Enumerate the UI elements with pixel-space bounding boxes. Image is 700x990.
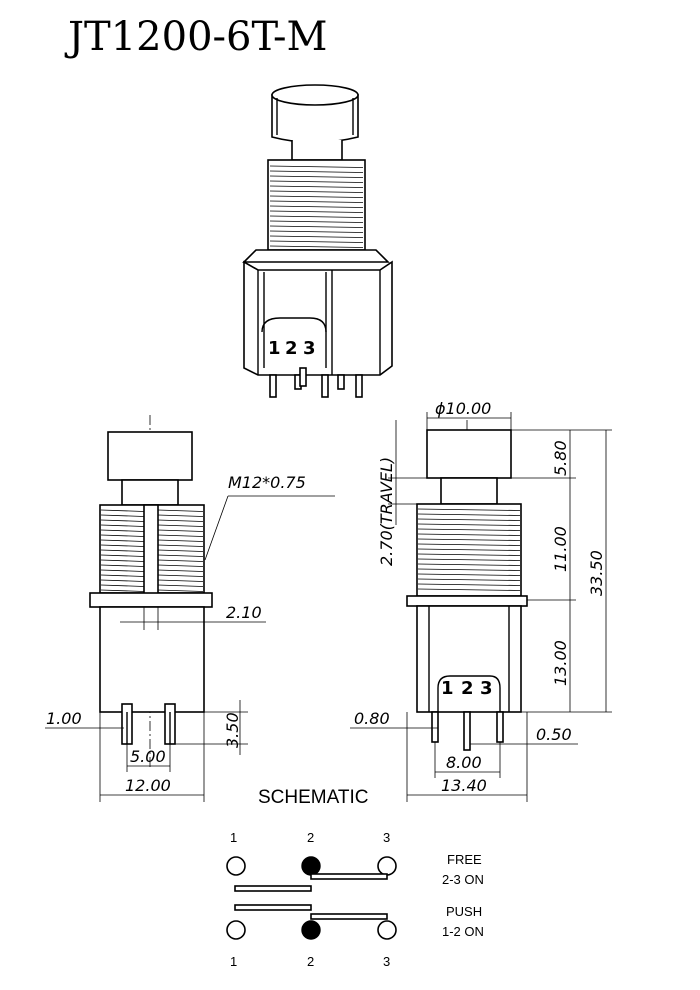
free-terminal-3	[377, 856, 397, 876]
iso-pin-1-label: 1	[268, 338, 281, 359]
dim-front-pin-length: 3.50	[223, 712, 242, 748]
dim-body-height: 13.00	[551, 640, 570, 686]
free-state: 2-3 ON	[442, 872, 484, 887]
dim-side-pin-spacing: 8.00	[446, 753, 482, 772]
dim-side-pin-width: 0.80	[354, 709, 390, 728]
side-pin-1-label: 1	[441, 678, 454, 699]
schematic-bottom-pin-2: 2	[307, 954, 314, 969]
schematic-top-pin-1: 1	[230, 830, 237, 845]
side-pin-2-label: 2	[461, 678, 474, 699]
push-contact-bar	[310, 913, 388, 920]
push-terminal-2	[301, 920, 321, 940]
schematic-bottom-pin-1: 1	[230, 954, 237, 969]
push-state: 1-2 ON	[442, 924, 484, 939]
push-terminal-3	[377, 920, 397, 940]
part-number-title: JT1200-6T-M	[64, 14, 327, 60]
dim-side-pin-thickness: 0.50	[536, 725, 572, 744]
dim-thread-length: 11.00	[551, 526, 570, 572]
push-terminal-1	[226, 920, 246, 940]
free-contact-bar	[310, 873, 388, 880]
push-label: PUSH	[446, 904, 482, 919]
dim-cap-height: 5.80	[551, 440, 570, 476]
front-view: M12*0.75 2.10 1.00 3.50 5.00 12.00	[45, 415, 335, 802]
free-terminal-1	[226, 856, 246, 876]
isometric-view: 1 2 3	[242, 84, 393, 398]
free-terminal-2	[301, 856, 321, 876]
side-pin-3-label: 3	[480, 678, 493, 699]
thread-spec-label: M12*0.75	[228, 473, 306, 492]
dim-travel: 2.70(TRAVEL)	[377, 457, 396, 566]
dim-total-height: 33.50	[587, 550, 606, 596]
dim-front-pin-width: 1.00	[46, 709, 82, 728]
dim-side-body-depth: 13.40	[441, 776, 487, 795]
schematic: SCHEMATIC 1 2 3 1 2 3 FREE 2-3 ON PUSH 1…	[226, 787, 484, 969]
dim-front-pin-spacing: 5.00	[130, 747, 166, 766]
schematic-top-pin-2: 2	[307, 830, 314, 845]
schematic-top-pin-3: 3	[383, 830, 390, 845]
free-label: FREE	[447, 852, 482, 867]
dim-plunger-offset: 2.10	[226, 603, 262, 622]
dim-cap-diameter: ϕ10.00	[435, 399, 491, 418]
schematic-bottom-pin-3: 3	[383, 954, 390, 969]
schematic-title: SCHEMATIC	[258, 787, 368, 808]
iso-pin-3-label: 3	[303, 338, 316, 359]
dim-front-body-width: 12.00	[125, 776, 171, 795]
iso-pin-2-label: 2	[285, 338, 298, 359]
side-view: 1 2 3 ϕ10.00 2.70(TRAVEL) 5.80 11.00 13.…	[350, 399, 612, 802]
